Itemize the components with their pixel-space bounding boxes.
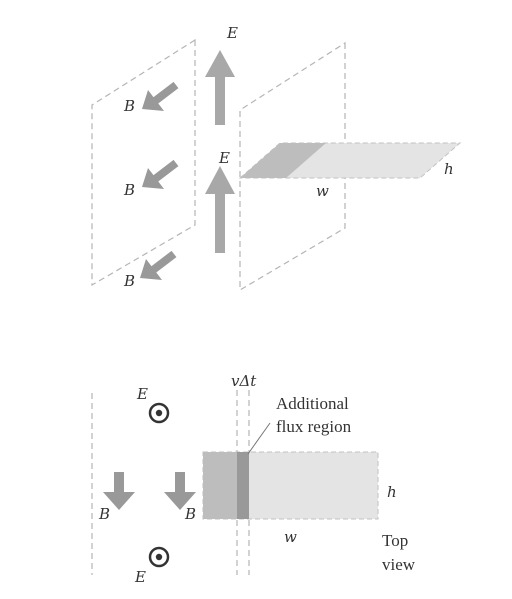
h-label-top-view: h (387, 483, 397, 501)
e-label-top: E (226, 24, 238, 42)
b-field-arrow-1 (142, 81, 179, 111)
annotation-line-2: flux region (276, 417, 352, 436)
h-label-perspective: h (444, 160, 454, 178)
b-field-arrow-top-view-2 (164, 472, 196, 510)
annotation-pointer (247, 422, 271, 455)
b-label-top-view-1: B (98, 505, 110, 523)
caption-top: Top (382, 531, 408, 550)
b-label-3: B (123, 272, 135, 290)
b-field-arrow-2 (142, 159, 179, 189)
vdt-label: vΔt (231, 372, 257, 390)
flux-region-medium-band (203, 452, 237, 519)
caption-view: view (382, 555, 416, 574)
out-of-page-dot-icon (148, 402, 170, 424)
out-of-page-dot-icon (148, 546, 170, 568)
top-view: vΔt Additional flux region E E B B h w T… (91, 372, 416, 586)
flux-region-leading-strip (240, 143, 326, 178)
b-field-arrow-3 (140, 250, 177, 280)
b-label-1: B (123, 97, 135, 115)
e-field-arrow-top (205, 50, 235, 125)
w-label-top-view: w (284, 528, 297, 546)
additional-flux-strip (237, 452, 249, 519)
left-wavefront-plane (91, 38, 196, 287)
annotation-line-1: Additional (276, 394, 349, 413)
perspective-view: E E B B B w h (91, 24, 462, 292)
b-field-arrow-top-view-1 (103, 472, 135, 510)
e-label-top-view-1: E (136, 385, 148, 403)
b-label-top-view-2: B (184, 505, 196, 523)
e-field-arrow-bottom (205, 166, 235, 253)
e-label-top-view-2: E (134, 568, 146, 586)
b-label-2: B (123, 181, 135, 199)
e-label-middle: E (218, 149, 230, 167)
w-label-perspective: w (316, 182, 329, 200)
